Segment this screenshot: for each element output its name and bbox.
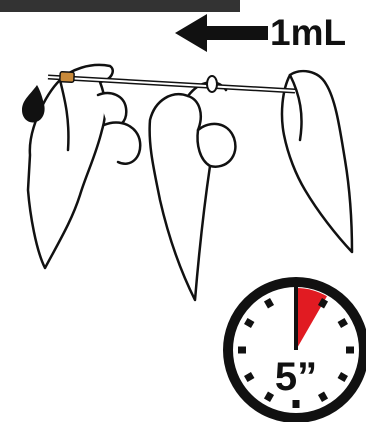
timer-tick [339, 321, 346, 325]
timer-tick [321, 393, 325, 400]
timer-tick [246, 375, 253, 379]
volume-label: 1mL [270, 12, 346, 53]
timer-tick [321, 300, 325, 307]
timer-label: 5” [275, 355, 317, 399]
timer-tick [339, 375, 346, 379]
top-bar [0, 0, 240, 12]
hands [28, 65, 352, 300]
timer-icon: 5” [228, 282, 364, 418]
timer-tick [267, 393, 271, 400]
timer-tick [267, 300, 271, 307]
timer-tick [246, 321, 253, 325]
drop-icon [22, 85, 45, 122]
left-arrow-icon [175, 14, 268, 52]
